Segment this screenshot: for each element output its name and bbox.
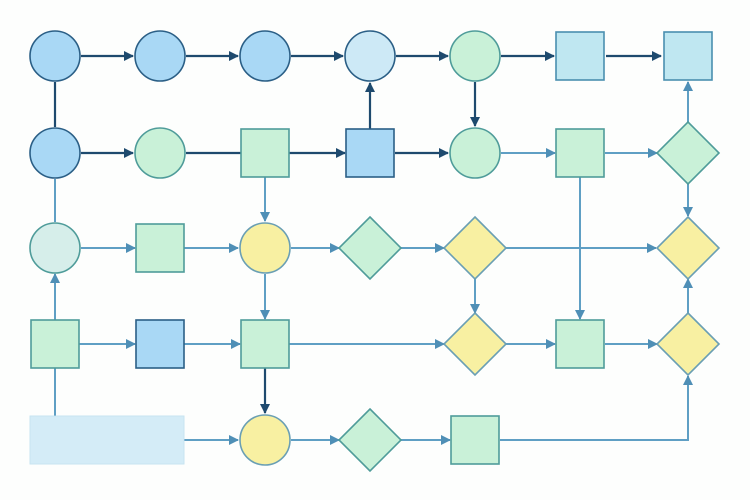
- node-circle-n-r3c3: [239, 222, 291, 274]
- node-square-n-r4c6: [555, 319, 605, 369]
- node-square-n-r5c5: [450, 415, 500, 465]
- node-diamond-n-r3c7: [655, 215, 721, 281]
- node-square-n-r4c1: [30, 319, 80, 369]
- node-circle-n-r3c1: [29, 222, 81, 274]
- node-square-n-r4c3: [240, 319, 290, 369]
- node-square-n-r2c3: [240, 128, 290, 178]
- node-circle-n-r1c4: [344, 30, 396, 82]
- node-diamond-n-r4c7: [655, 311, 721, 377]
- node-wide-rect-n-r5-bar: [29, 415, 185, 465]
- node-square-n-r4c2: [135, 319, 185, 369]
- node-circle-n-r2c1: [29, 127, 81, 179]
- node-square-n-r3c2: [135, 223, 185, 273]
- node-circle-n-r2c5: [449, 127, 501, 179]
- node-square-n-r2c4: [345, 128, 395, 178]
- node-diamond-n-r5c4: [337, 407, 403, 473]
- node-circle-n-r2c2: [134, 127, 186, 179]
- node-circle-n-r1c1: [29, 30, 81, 82]
- node-diamond-n-r4c5: [442, 311, 508, 377]
- node-square-n-r1c7: [663, 31, 713, 81]
- node-circle-n-r1c5: [449, 30, 501, 82]
- nodes-layer: [29, 30, 721, 473]
- node-circle-n-r5c3: [239, 414, 291, 466]
- node-circle-n-r1c2: [134, 30, 186, 82]
- node-square-n-r2c6: [555, 128, 605, 178]
- node-diamond-n-r3c4: [337, 215, 403, 281]
- edge-n-r5c5-to-n-r4c7: [500, 375, 693, 441]
- node-square-n-r1c6: [555, 31, 605, 81]
- node-diamond-n-r2c7: [655, 120, 721, 186]
- edges-layer: [50, 51, 693, 445]
- node-diamond-n-r3c5: [442, 215, 508, 281]
- node-circle-n-r1c3: [239, 30, 291, 82]
